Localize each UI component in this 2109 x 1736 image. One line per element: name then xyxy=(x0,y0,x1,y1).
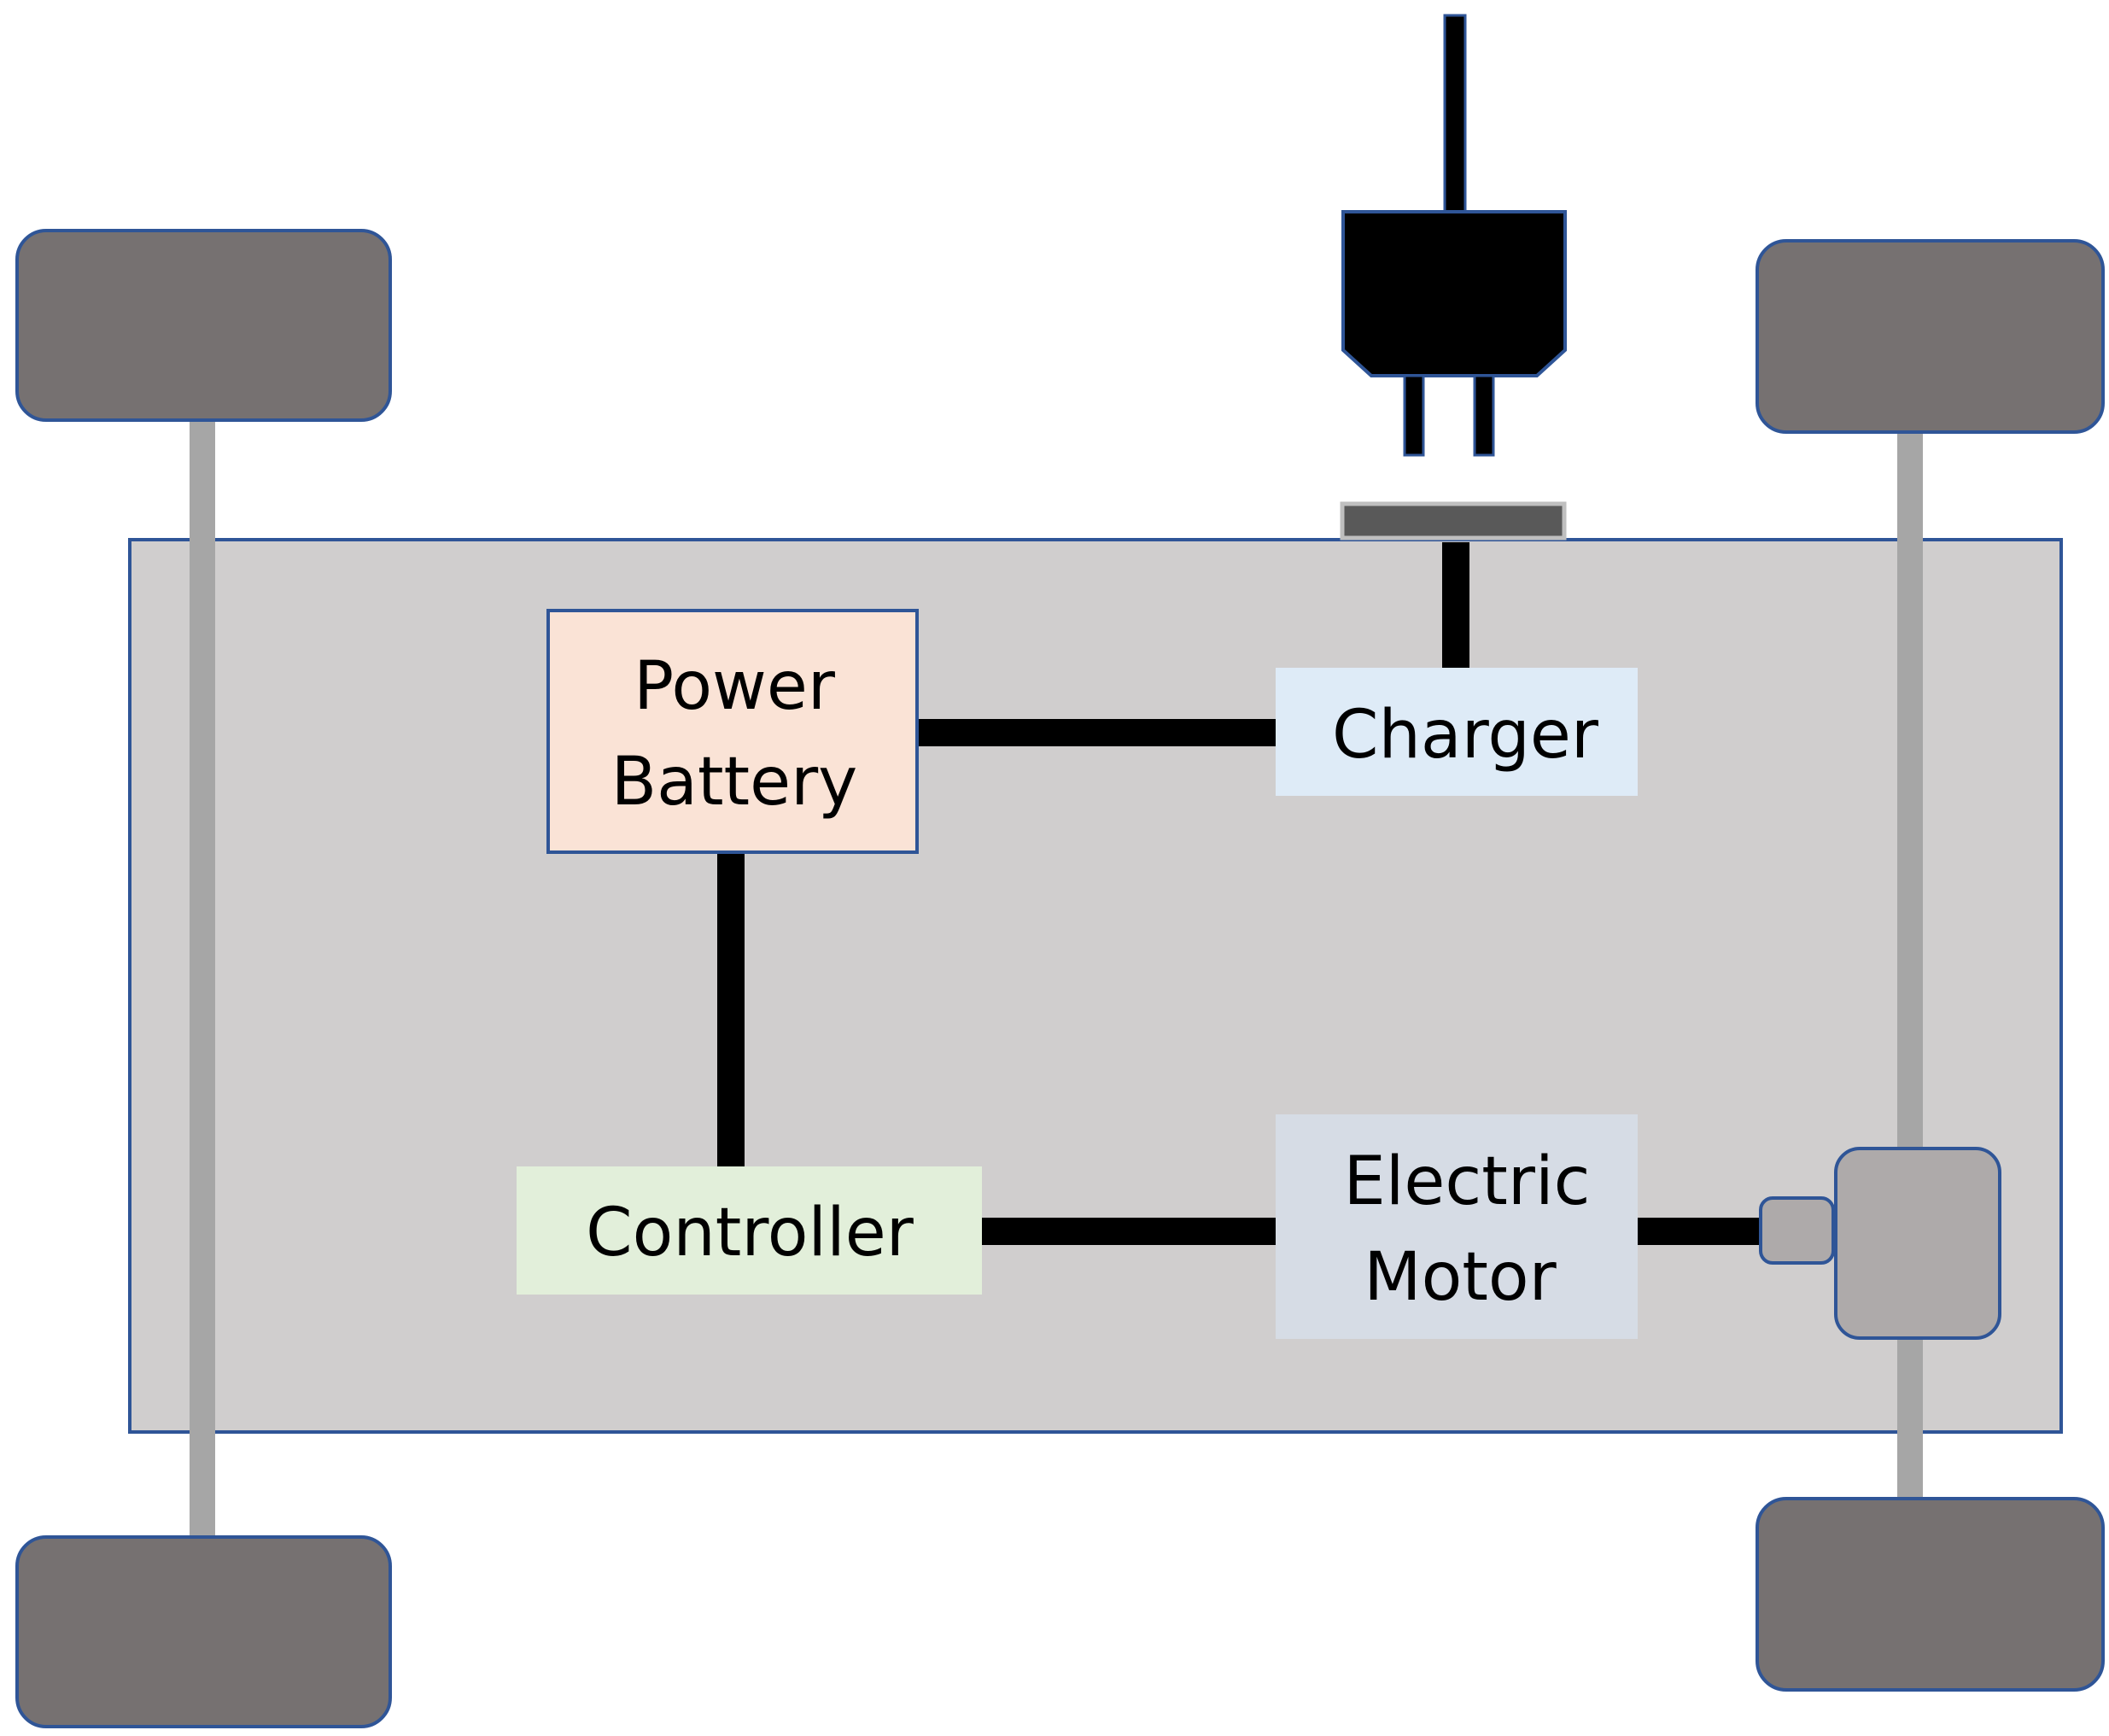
plug-icon xyxy=(1341,14,1567,457)
wheel-front-top xyxy=(15,229,392,422)
wire-socket-charger xyxy=(1442,542,1469,668)
wheel-front-bottom xyxy=(15,1535,392,1728)
plug-prong-left xyxy=(1403,374,1425,457)
electric-motor-box xyxy=(1276,1114,1638,1339)
plug-cable xyxy=(1443,14,1467,213)
gearbox-housing xyxy=(1834,1147,2001,1340)
wheel-rear-bottom xyxy=(1756,1497,2105,1692)
controller-box xyxy=(517,1166,982,1295)
chassis xyxy=(128,538,2063,1434)
controller-block: Controller xyxy=(517,1166,982,1295)
gearbox-shaft-coupler xyxy=(1759,1196,1835,1265)
wire-controller-motor xyxy=(982,1218,1277,1245)
charging-socket xyxy=(1340,501,1567,541)
wire-battery-charger xyxy=(916,719,1277,746)
power-battery-box xyxy=(546,609,919,854)
electric-motor-label-line1: Electric xyxy=(1343,1143,1590,1220)
plug-prong-right xyxy=(1473,374,1495,457)
power-battery-label-line1: Power xyxy=(634,648,836,725)
electric-motor-label-line2: Motor xyxy=(1364,1239,1557,1316)
controller-label: Controller xyxy=(586,1195,914,1271)
power-battery-block: Power Battery xyxy=(546,609,919,854)
wire-motor-gearbox xyxy=(1627,1218,1762,1245)
electric-motor-block: Electric Motor xyxy=(1276,1114,1638,1339)
front-axle xyxy=(190,418,215,1541)
wheel-rear-top xyxy=(1756,239,2105,434)
charger-block: Charger xyxy=(1276,668,1638,796)
power-battery-label-line2: Battery xyxy=(611,744,858,821)
wire-battery-controller xyxy=(717,852,745,1166)
gearbox xyxy=(1759,1147,2001,1340)
charger-label: Charger xyxy=(1332,697,1599,774)
charger-box xyxy=(1276,668,1638,796)
plug-body xyxy=(1341,210,1567,377)
